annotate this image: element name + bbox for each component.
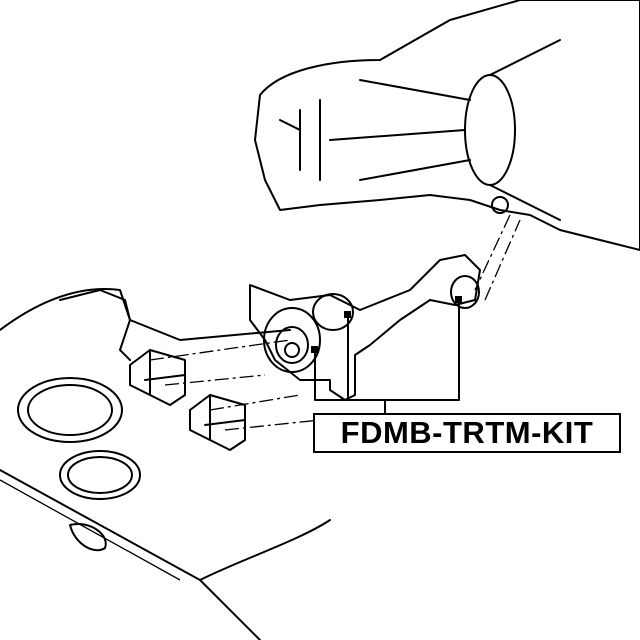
crossmember-mount bbox=[249, 254, 481, 401]
floor-brackets bbox=[129, 349, 246, 451]
part-number-label: FDMB-TRTM-KIT bbox=[313, 413, 621, 453]
guide-lines bbox=[149, 214, 521, 431]
leader-lines bbox=[311, 296, 462, 414]
transmission bbox=[254, 0, 640, 251]
floor-panel bbox=[0, 288, 331, 640]
